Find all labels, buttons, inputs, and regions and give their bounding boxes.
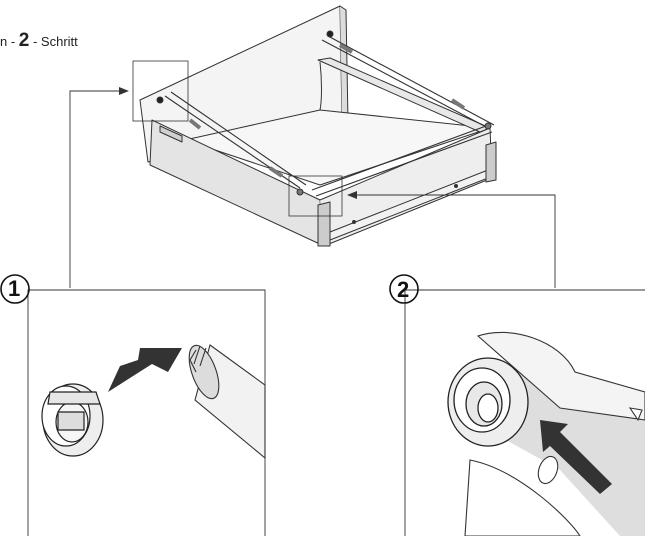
detail-marker-right — [288, 175, 343, 217]
callout-number-2: 2 — [397, 277, 409, 302]
detail-panel-1: 1 — [0, 274, 266, 536]
clip-illustration — [447, 357, 529, 447]
removal-arrow — [108, 348, 182, 392]
press-arrow — [540, 420, 612, 494]
rail-illustration — [464, 331, 645, 536]
heading-prefix: n - — [0, 34, 19, 49]
bushing-illustration — [41, 383, 104, 457]
heading-suffix: - Schritt — [29, 34, 78, 49]
step-heading: n - 2 - Schritt — [0, 30, 78, 52]
detail-panel-2: 2 — [389, 274, 645, 536]
rod-end-illustration — [188, 344, 266, 460]
leader-lines — [69, 87, 556, 288]
detail-marker-left — [132, 60, 189, 122]
drawer-illustration — [139, 5, 497, 247]
heading-step-number: 2 — [18, 30, 30, 51]
gallery-rods — [164, 35, 495, 197]
callout-number-1: 1 — [8, 276, 20, 301]
